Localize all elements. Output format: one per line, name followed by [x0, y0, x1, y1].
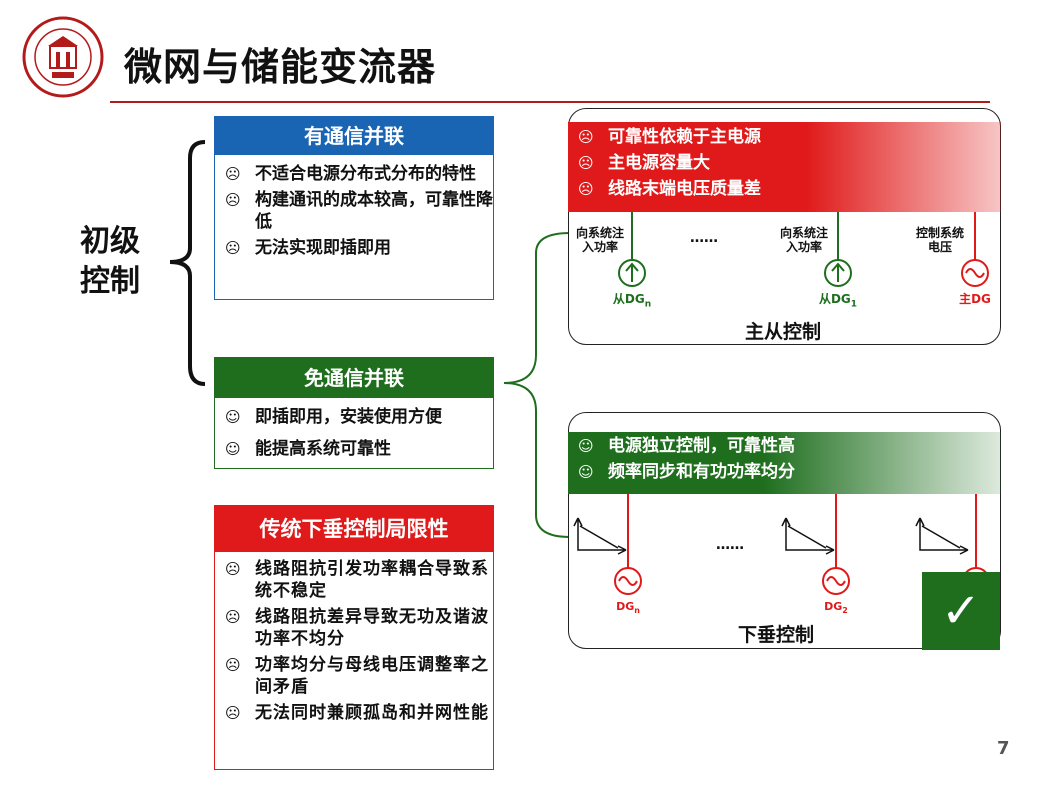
connector-brace	[503, 232, 571, 538]
list-item: ☹ 线路末端电压质量差	[568, 178, 1001, 200]
item-text: 电源独立控制，可靠性高	[608, 436, 795, 456]
dg-label: 主DG	[943, 292, 1007, 306]
list-item: ☹ 无法实现即插即用	[215, 237, 493, 259]
item-text: 线路末端电压质量差	[608, 179, 761, 199]
list-item: ☹ 功率均分与母线电压调整率之间矛盾	[215, 654, 493, 698]
comm-list: ☹ 不适合电源分布式分布的特性 ☹ 构建通讯的成本较高，可靠性降低 ☹ 无法实现即插即…	[215, 163, 493, 259]
left-brace	[169, 140, 206, 386]
droop-caption: 下垂控制	[738, 624, 815, 646]
dg-name: 主DG	[959, 292, 991, 306]
nocomm-parallel-box: 免通信并联 ☺ 即插即用，安装使用方便 ☺ 能提高系统可靠性	[214, 357, 494, 469]
item-text: 构建通讯的成本较高，可靠性降低	[255, 190, 493, 232]
checkmark-icon: ✓	[922, 572, 1000, 650]
unit-label: 控制系统电压	[915, 226, 964, 254]
item-text: 无法实现即插即用	[255, 238, 391, 258]
smile-face-icon: ☺	[225, 440, 241, 458]
dg-name: 从DG	[612, 292, 645, 306]
sad-face-icon: ☹	[578, 154, 594, 172]
list-item: ☹ 可靠性依赖于主电源	[568, 126, 1001, 148]
list-item: ☹ 构建通讯的成本较高，可靠性降低	[215, 189, 493, 233]
list-item: ☹ 不适合电源分布式分布的特性	[215, 163, 493, 185]
nocomm-list: ☺ 即插即用，安装使用方便 ☺ 能提高系统可靠性	[215, 406, 493, 460]
droop-limits-title: 传统下垂控制局限性	[215, 506, 493, 552]
droop-limits-list: ☹ 线路阻抗引发功率耦合导致系统不稳定 ☹ 线路阻抗差异导致无功及谐波功率不均分 ☹…	[215, 558, 493, 724]
dg-name: DG	[824, 600, 843, 613]
dg-label: 从DG1	[806, 292, 870, 311]
item-text: 主电源容量大	[608, 153, 710, 173]
master-slave-diagram	[618, 212, 989, 287]
droop-list: ☺ 电源独立控制，可靠性高 ☺ 频率同步和有功功率均分	[568, 435, 1001, 483]
sad-face-icon: ☹	[225, 656, 242, 674]
master-slave-caption: 主从控制	[745, 321, 822, 343]
list-item: ☹ 线路阻抗差异导致无功及谐波功率不均分	[215, 606, 493, 650]
comm-parallel-title: 有通信并联	[215, 117, 493, 155]
ellipsis: ……	[690, 230, 718, 246]
smile-face-icon: ☺	[578, 463, 594, 481]
dg-name: 从DG	[818, 292, 851, 306]
item-text: 不适合电源分布式分布的特性	[255, 164, 476, 184]
category-text: 初级控制	[80, 224, 140, 299]
sad-face-icon: ☹	[578, 180, 594, 198]
list-item: ☹ 线路阻抗引发功率耦合导致系统不稳定	[215, 558, 493, 602]
dg-name: DG	[616, 600, 635, 613]
item-text: 功率均分与母线电压调整率之间矛盾	[255, 655, 489, 697]
sad-face-icon: ☹	[225, 239, 241, 257]
item-text: 频率同步和有功功率均分	[608, 462, 795, 482]
sad-face-icon: ☹	[225, 608, 242, 626]
sad-face-icon: ☹	[578, 128, 594, 146]
list-item: ☹ 无法同时兼顾孤岛和并网性能	[215, 702, 493, 724]
dg-label: DG2	[808, 600, 864, 618]
smile-face-icon: ☺	[578, 437, 594, 455]
sad-face-icon: ☹	[225, 704, 242, 722]
sad-face-icon: ☹	[225, 165, 241, 183]
unit-label: 向系统注入功率	[779, 226, 828, 254]
sad-face-icon: ☹	[225, 560, 242, 578]
item-text: 可靠性依赖于主电源	[608, 127, 761, 147]
category-label: 初级控制	[70, 222, 150, 302]
ellipsis: ……	[716, 537, 744, 553]
university-logo	[22, 16, 104, 98]
item-text: 能提高系统可靠性	[255, 439, 391, 459]
sad-face-icon: ☹	[225, 191, 241, 209]
title-underline	[110, 101, 990, 103]
master-slave-list: ☹ 可靠性依赖于主电源 ☹ 主电源容量大 ☹ 线路末端电压质量差	[568, 126, 1001, 200]
page-title: 微网与储能变流器	[124, 45, 437, 89]
droop-limits-box: 传统下垂控制局限性 ☹ 线路阻抗引发功率耦合导致系统不稳定 ☹ 线路阻抗差异导致无功…	[214, 505, 494, 770]
item-text: 线路阻抗引发功率耦合导致系统不稳定	[255, 559, 489, 601]
droop-band: ☺ 电源独立控制，可靠性高 ☺ 频率同步和有功功率均分	[568, 432, 1001, 494]
dg-sub: 2	[842, 606, 848, 616]
dg-sub: n	[634, 606, 640, 616]
item-text: 即插即用，安装使用方便	[255, 407, 442, 427]
list-item: ☺ 能提高系统可靠性	[215, 438, 493, 460]
list-item: ☺ 电源独立控制，可靠性高	[568, 435, 1001, 457]
smile-face-icon: ☺	[225, 408, 241, 426]
dg-sub: n	[644, 299, 652, 310]
comm-parallel-box: 有通信并联 ☹ 不适合电源分布式分布的特性 ☹ 构建通讯的成本较高，可靠性降低 ☹ 无…	[214, 116, 494, 300]
list-item: ☺ 频率同步和有功功率均分	[568, 461, 1001, 483]
nocomm-parallel-title: 免通信并联	[215, 358, 493, 398]
page-number: 7	[997, 738, 1010, 759]
unit-label: 向系统注入功率	[575, 226, 624, 254]
item-text: 无法同时兼顾孤岛和并网性能	[255, 703, 489, 723]
master-slave-band: ☹ 可靠性依赖于主电源 ☹ 主电源容量大 ☹ 线路末端电压质量差	[568, 122, 1001, 212]
dg-label: 从DGn	[600, 292, 664, 311]
dg-label: DGn	[600, 600, 656, 618]
list-item: ☹ 主电源容量大	[568, 152, 1001, 174]
dg-sub: 1	[850, 299, 858, 310]
list-item: ☺ 即插即用，安装使用方便	[215, 406, 493, 428]
item-text: 线路阻抗差异导致无功及谐波功率不均分	[255, 607, 489, 649]
